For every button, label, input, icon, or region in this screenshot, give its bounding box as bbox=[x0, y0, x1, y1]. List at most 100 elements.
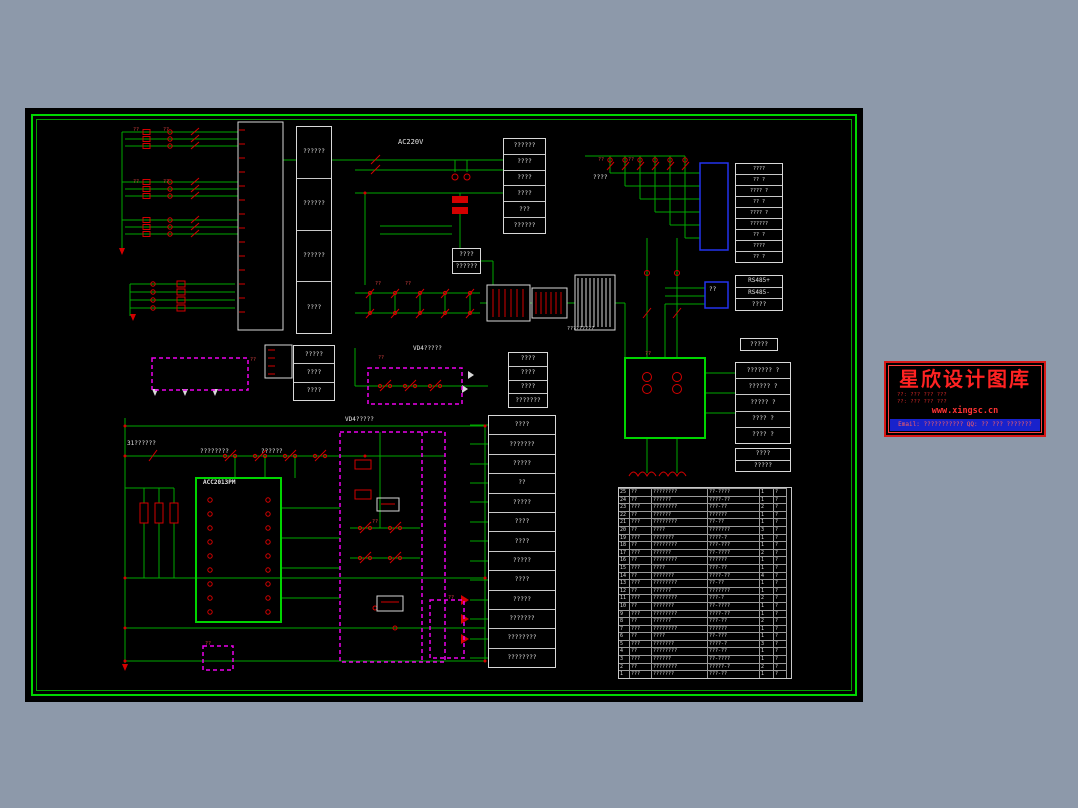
bom-cell: 5 bbox=[619, 639, 630, 648]
bom-cell: 22 bbox=[619, 510, 630, 519]
bom-cell: 1 bbox=[760, 655, 774, 663]
top-right-table: ?????? ????? ??? ????? ????????? ???????… bbox=[735, 163, 783, 263]
bom-cell: ? bbox=[774, 563, 787, 572]
bom-cell: 1 bbox=[619, 670, 630, 678]
bom-cell: ?? bbox=[630, 556, 652, 564]
table-row: ??????? ? bbox=[746, 366, 780, 374]
blue-terminal-label: ?? bbox=[709, 286, 717, 293]
table-row: ?? bbox=[489, 473, 555, 492]
table-row: ???? bbox=[504, 169, 545, 186]
bom-cell: ? bbox=[774, 541, 787, 549]
bom-cell: ???????? bbox=[652, 647, 708, 656]
bom-cell: ?????? bbox=[652, 586, 708, 595]
bom-cell: 23 bbox=[619, 503, 630, 511]
bom-cell: 21 bbox=[619, 518, 630, 526]
bom-cell: ? bbox=[774, 624, 787, 633]
bom-cell: 2 bbox=[619, 662, 630, 671]
table-row: ???????? bbox=[489, 628, 555, 647]
bom-cell: ????-?? bbox=[708, 571, 760, 580]
bom-cell: ???? bbox=[652, 525, 708, 534]
component-ref: ?? bbox=[598, 157, 605, 163]
top-middle-table: ??????????????????????????? bbox=[503, 138, 546, 234]
bom-cell: ?? bbox=[630, 662, 652, 671]
table-row: ?????? bbox=[453, 260, 480, 274]
bom-cell: 2 bbox=[760, 594, 774, 602]
vd4-label-2: VD4????? bbox=[345, 416, 374, 423]
component-ref: ?? bbox=[448, 595, 455, 601]
bom-cell: ??? bbox=[630, 655, 652, 663]
bom-cell: ?????? bbox=[652, 617, 708, 625]
table-row: ????? bbox=[489, 453, 555, 473]
bom-cell: ????-? bbox=[708, 533, 760, 542]
bom-cell: ??????? bbox=[708, 525, 760, 534]
component-ref: ?? bbox=[163, 179, 170, 185]
bom-cell: 2 bbox=[760, 503, 774, 511]
watermark-phone-2: ??: ??? ??? ??? bbox=[897, 399, 947, 405]
bom-cell: 2 bbox=[760, 617, 774, 625]
table-row: ??? bbox=[504, 201, 545, 217]
bom-cell: ???????? bbox=[652, 662, 708, 671]
bom-cell: 2 bbox=[760, 548, 774, 557]
circuit-label-a: ???????? bbox=[200, 448, 229, 455]
center-tall-table: ????????????????????????????????????????… bbox=[488, 415, 556, 668]
bom-cell: 3 bbox=[619, 655, 630, 663]
bom-cell: 12 bbox=[619, 586, 630, 595]
bom-cell: ?? bbox=[630, 510, 652, 519]
bom-cell: ? bbox=[774, 548, 787, 557]
bom-cell: ? bbox=[774, 503, 787, 511]
bom-cell: ? bbox=[774, 571, 787, 580]
bom-cell: ??-???? bbox=[708, 655, 760, 663]
bom-cell: ? bbox=[774, 579, 787, 587]
bom-cell: ??????? bbox=[708, 586, 760, 595]
bom-cell: ??? bbox=[630, 579, 652, 587]
white-box-group bbox=[237, 121, 616, 612]
drawing-sheet bbox=[25, 108, 863, 702]
sheet-border-inner bbox=[36, 119, 852, 691]
component-ref: ?? bbox=[405, 281, 412, 287]
table-row: ?????? bbox=[297, 177, 331, 230]
bom-cell: ??-???? bbox=[708, 601, 760, 610]
bom-cell: ?? bbox=[630, 586, 652, 595]
watermark-url: www.xingsc.cn bbox=[931, 406, 999, 416]
bom-cell: ?????? bbox=[652, 548, 708, 557]
bom-cell: 1 bbox=[760, 609, 774, 618]
watermark-card: 星欣设计图库 ??: ??? ??? ??? ??: ??? ??? ??? w… bbox=[884, 361, 1046, 437]
watermark-footer: Email: ??????????? QQ: ?? ??? ??????? bbox=[890, 419, 1040, 431]
left-column-table: ?????????????????????? bbox=[296, 126, 332, 334]
ac-voltage-label: AC220V bbox=[398, 138, 424, 146]
bom-cell: ???-?? bbox=[708, 647, 760, 656]
component-ref: ?? bbox=[378, 355, 385, 361]
bom-cell: ???????? bbox=[652, 624, 708, 633]
bom-cell: ??-???? bbox=[708, 548, 760, 557]
bom-cell: 1 bbox=[760, 495, 774, 504]
bom-cell: ? bbox=[774, 662, 787, 671]
component-group bbox=[139, 127, 690, 631]
bom-cell: 25 bbox=[619, 488, 630, 496]
bom-cell: ? bbox=[774, 518, 787, 526]
bom-cell: ? bbox=[774, 609, 787, 618]
table-row: ????? bbox=[749, 340, 769, 348]
bom-cell: ?????? bbox=[708, 510, 760, 519]
bom-cell: ??? bbox=[630, 639, 652, 648]
table-row: ???? bbox=[752, 165, 766, 172]
bom-cell: 7 bbox=[619, 624, 630, 633]
table-row: ???? ? bbox=[736, 185, 782, 196]
vd4-label-1: VD4????? bbox=[413, 345, 442, 352]
bom-cell: ??? bbox=[630, 594, 652, 602]
right-mid-table-b: ????????? bbox=[735, 448, 791, 472]
bom-cell: ??? bbox=[630, 518, 652, 526]
bom-cell: 10 bbox=[619, 601, 630, 610]
table-row: ???? bbox=[504, 185, 545, 201]
table-row: ???? bbox=[489, 511, 555, 531]
component-ref: ?? bbox=[133, 127, 140, 133]
watermark-title: 星欣设计图库 bbox=[899, 367, 1031, 391]
bom-cell: 8 bbox=[619, 617, 630, 625]
table-row: ????? bbox=[489, 550, 555, 570]
bom-cell: 1 bbox=[760, 488, 774, 496]
table-row: ?????? bbox=[303, 148, 325, 156]
bom-cell: ???-??? bbox=[708, 541, 760, 549]
bom-cell: ??????? bbox=[652, 571, 708, 580]
bom-cell: 1 bbox=[760, 579, 774, 587]
table-row: ???? ? bbox=[736, 410, 790, 427]
bom-cell: ???????? bbox=[652, 556, 708, 564]
